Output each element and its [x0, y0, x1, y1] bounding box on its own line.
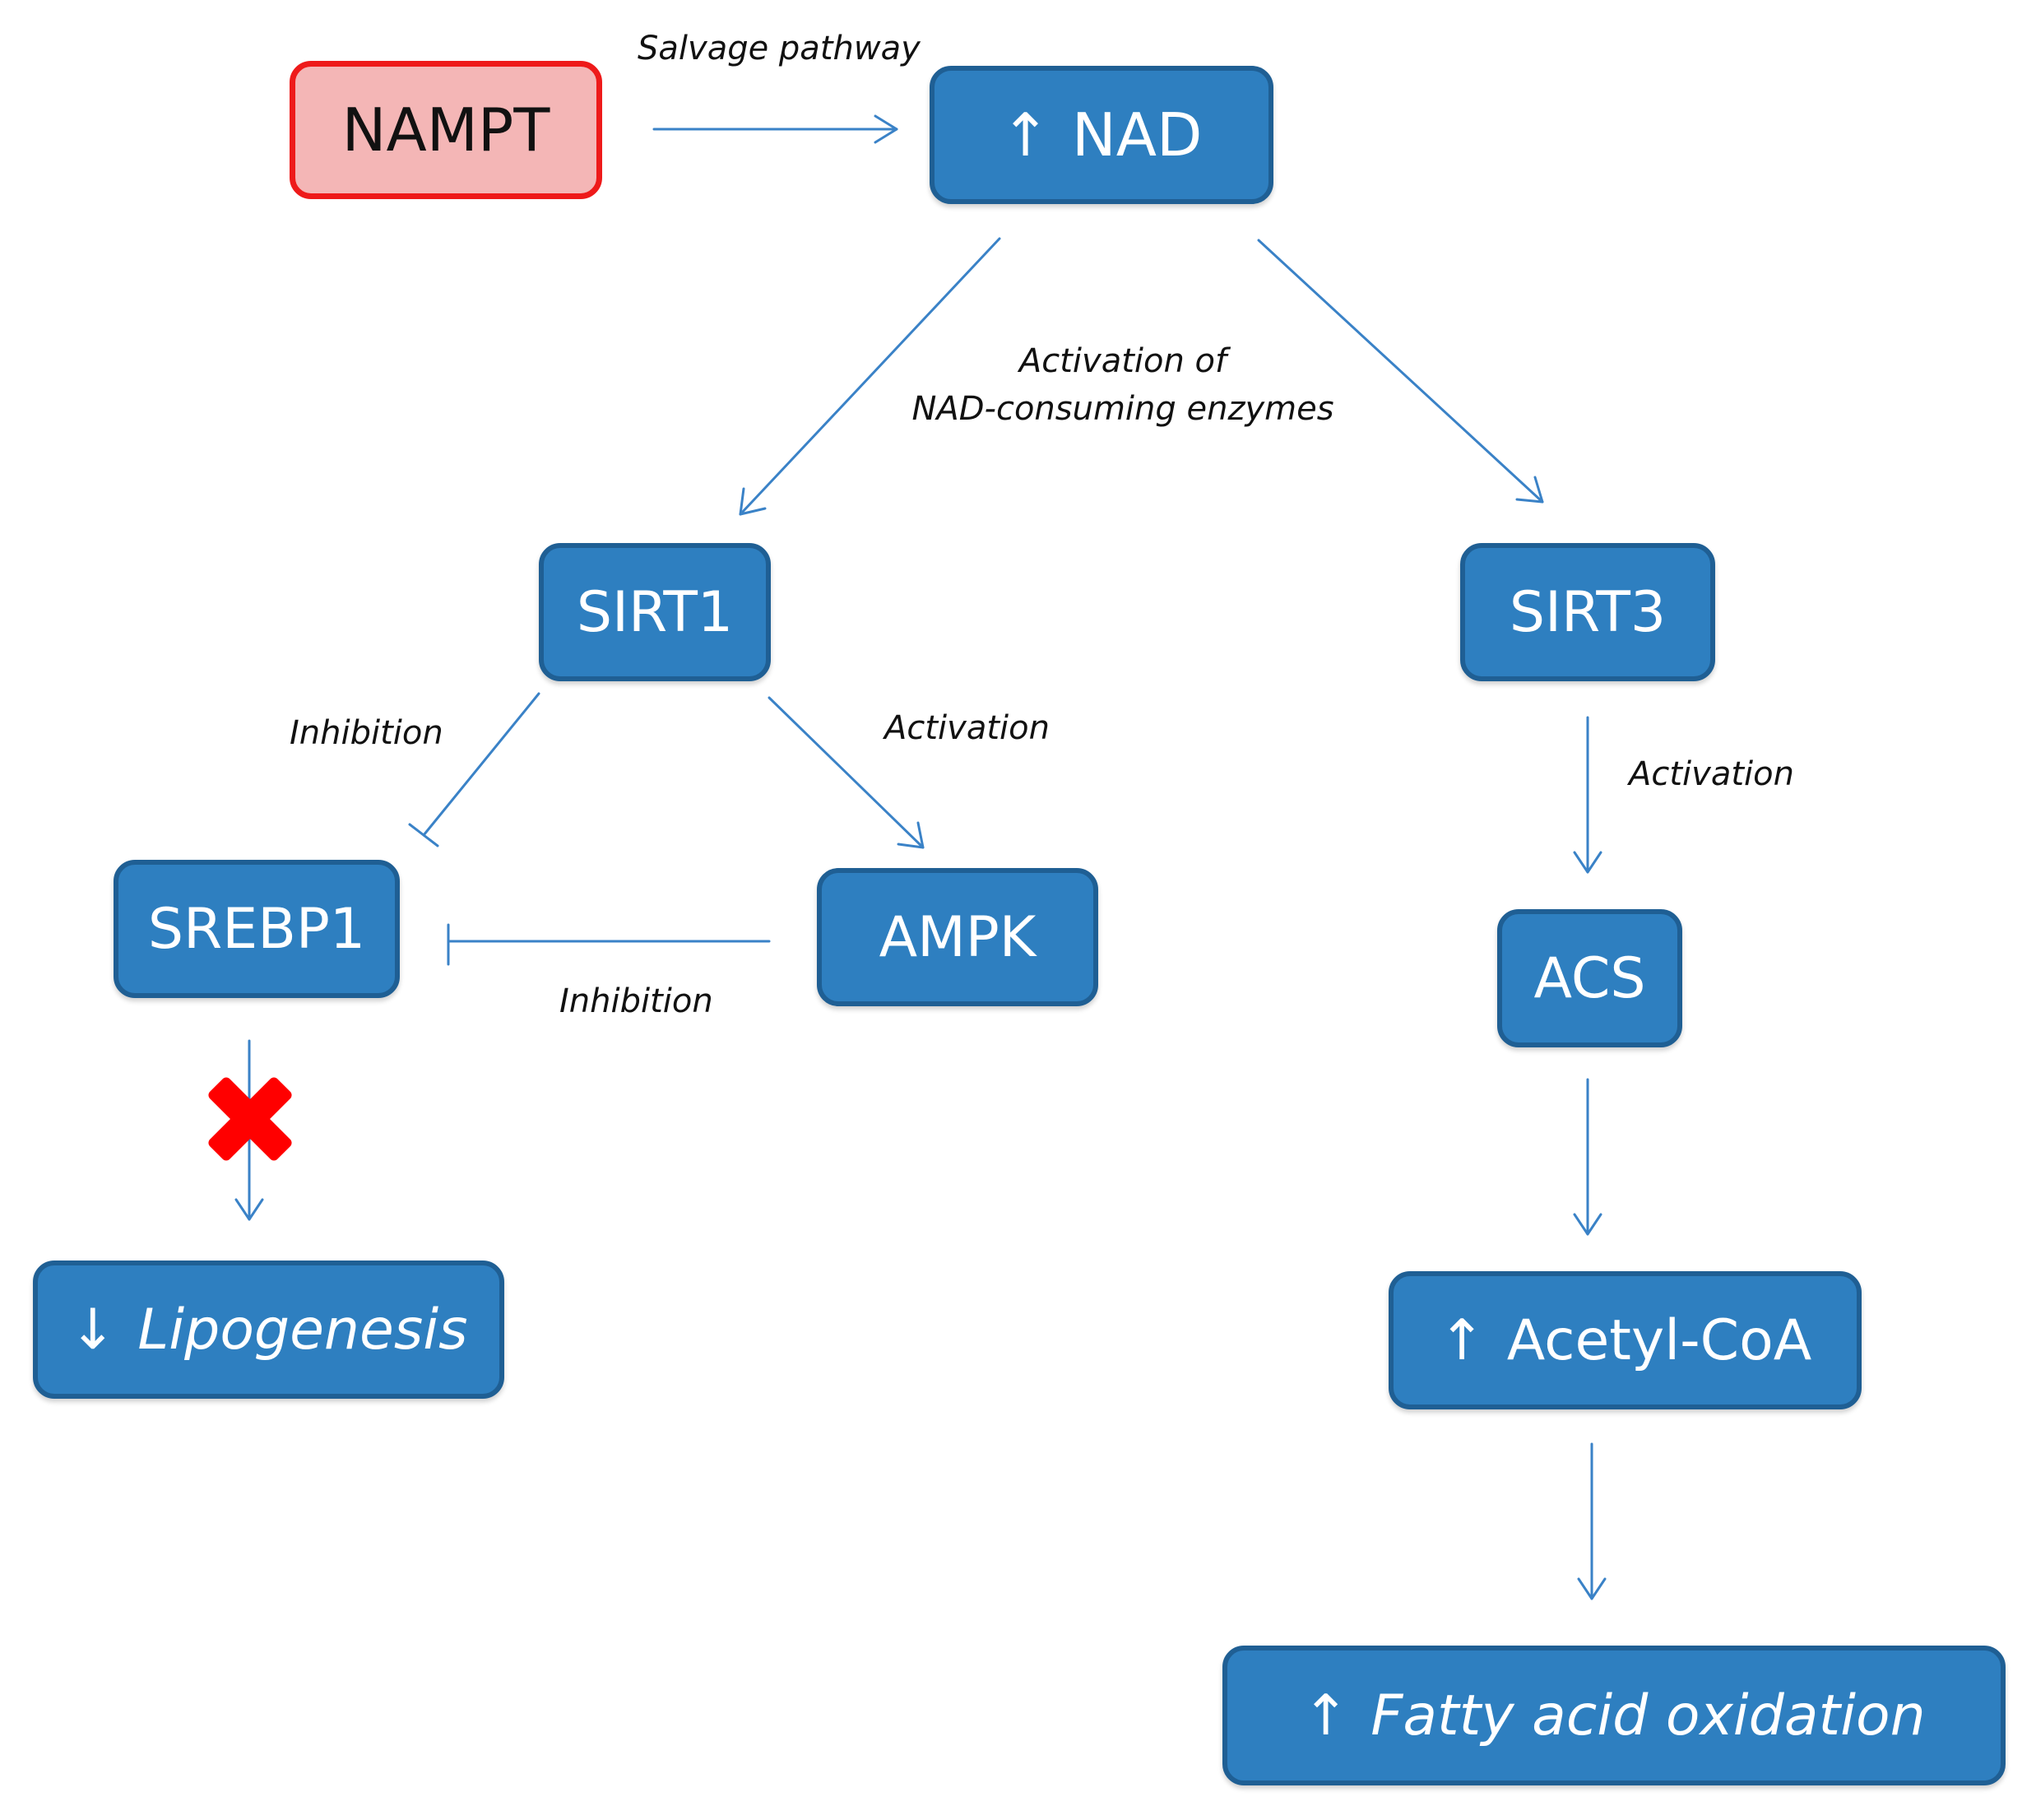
- edge-acs-acetylcoa-head: [1573, 1213, 1602, 1236]
- node-srebp1-label: SREBP1: [147, 896, 366, 962]
- node-ampk-label: AMPK: [879, 904, 1037, 970]
- node-sirt3: SIRT3: [1460, 543, 1715, 681]
- node-nad: ↑ NAD: [930, 66, 1273, 204]
- label-activation-ampk: Activation: [884, 709, 1050, 747]
- edge-nad-sirt1-head: [739, 487, 767, 516]
- node-nampt-label: NAMPT: [341, 95, 550, 165]
- label-inhibition-srebp1: Inhibition: [290, 714, 443, 752]
- node-sirt1: SIRT1: [539, 543, 771, 681]
- node-acs-label: ACS: [1533, 945, 1646, 1011]
- label-inhibition-ampk: Inhibition: [559, 982, 713, 1020]
- edge-nad-sirt1: [739, 237, 1001, 516]
- edge-nampt-nad-head: [874, 114, 898, 144]
- node-lipogenesis: ↓ Lipogenesis: [33, 1261, 504, 1399]
- up-arrow-icon: ↑: [1000, 100, 1050, 169]
- node-acetylcoa: ↑ Acetyl-CoA: [1389, 1271, 1862, 1409]
- node-srebp1: SREBP1: [114, 860, 400, 998]
- edge-nad-sirt3: [1257, 239, 1544, 504]
- node-sirt1-label: SIRT1: [576, 579, 734, 645]
- edge-sirt1-ampk: [768, 696, 925, 849]
- node-sirt3-label: SIRT3: [1509, 579, 1667, 645]
- label-activation-nad-consuming: Activation of NAD-consuming enzymes: [901, 337, 1345, 433]
- node-fatty-acid-oxidation: ↑ Fatty acid oxidation: [1222, 1646, 2006, 1785]
- red-x-icon: [206, 1075, 295, 1163]
- edge-sirt1-srebp1-bar: [408, 823, 439, 847]
- edge-nad-sirt3-head: [1515, 476, 1544, 504]
- node-nampt: NAMPT: [290, 61, 602, 199]
- down-arrow-icon: ↓: [69, 1297, 117, 1363]
- label-activation-line2: NAD-consuming enzymes: [911, 390, 1334, 428]
- edge-srebp1-lipogenesis-head: [234, 1198, 264, 1221]
- edge-sirt1-ampk-head: [897, 821, 925, 849]
- node-lipogenesis-label: Lipogenesis: [137, 1297, 468, 1363]
- label-activation-acs: Activation: [1629, 755, 1794, 793]
- node-acetylcoa-label: Acetyl-CoA: [1506, 1307, 1812, 1373]
- node-fatty-acid-oxidation-label: Fatty acid oxidation: [1370, 1683, 1926, 1748]
- node-nad-label: NAD: [1071, 100, 1203, 169]
- up-arrow-icon: ↑: [1438, 1307, 1486, 1373]
- label-activation-line1: Activation of: [1018, 342, 1227, 380]
- up-arrow-icon: ↑: [1302, 1683, 1350, 1748]
- edge-sirt1-srebp1: [422, 692, 540, 837]
- edge-sirt3-acs-head: [1573, 851, 1602, 874]
- node-ampk: AMPK: [817, 868, 1098, 1006]
- node-acs: ACS: [1497, 909, 1682, 1047]
- label-salvage-pathway: Salvage pathway: [638, 30, 921, 67]
- edge-acetylcoa-fao-head: [1577, 1577, 1607, 1600]
